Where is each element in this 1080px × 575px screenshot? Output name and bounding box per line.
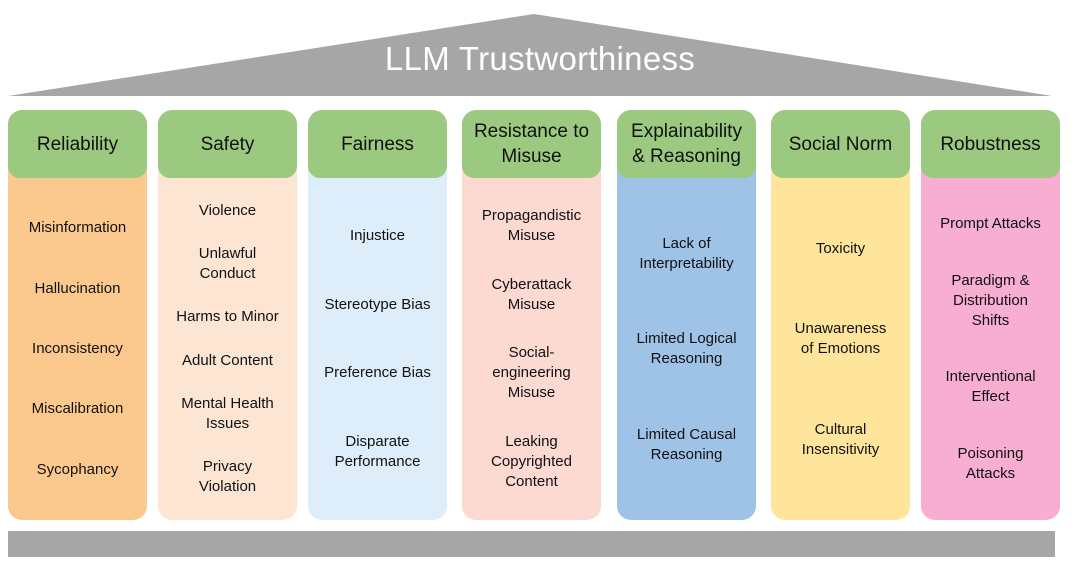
pillar-header: Social Norm — [771, 110, 910, 178]
pillar-item: Social- engineering Misuse — [492, 344, 571, 402]
pillar-item: Sycophancy — [36, 460, 119, 478]
pillar-item: Hallucination — [34, 279, 121, 297]
pillar-item: Mental Health Issues — [181, 394, 274, 432]
pillar-item: Interventional Effect — [945, 368, 1036, 406]
pillar-header: Reliability — [8, 110, 147, 178]
pillar-label: Explainability & Reasoning — [631, 121, 742, 167]
pillar-item: Prompt Attacks — [940, 215, 1041, 233]
pillar-item: Limited Causal Reasoning — [636, 425, 737, 463]
pillar-item: Leaking Copyrighted Content — [491, 432, 572, 490]
pillar-header: Explainability & Reasoning — [617, 110, 756, 178]
pillar-item: Misinformation — [28, 219, 127, 237]
pillar-item: Unlawful Conduct — [198, 245, 257, 283]
pillar-header: Fairness — [308, 110, 447, 178]
pillar-item: Paradigm & Distribution Shifts — [951, 271, 1030, 329]
pillar-header: Robustness — [921, 110, 1060, 178]
roof — [8, 14, 1052, 96]
pillar-item: Lack of Interpretability — [639, 234, 734, 272]
pillar-item: Privacy Violation — [198, 457, 257, 495]
pillar-item: Cyberattack Misuse — [491, 275, 572, 313]
pillar-header: Safety — [158, 110, 297, 178]
pillar-item: Toxicity — [815, 239, 866, 257]
pillar-item: Violence — [198, 202, 257, 220]
pillar-label: Fairness — [341, 133, 414, 155]
pillar-item: Injustice — [349, 227, 406, 245]
pillar-item: Preference Bias — [324, 364, 431, 382]
pillar-item: Poisoning Attacks — [957, 444, 1024, 482]
pillar-item: Disparate Performance — [334, 432, 421, 470]
roof-shape — [8, 14, 1052, 96]
pillar-header: Resistance to Misuse — [462, 110, 601, 178]
pillar-label: Robustness — [940, 133, 1041, 155]
pillar-label: Reliability — [36, 133, 119, 155]
pillar-label: Safety — [200, 133, 255, 155]
pillar-item: Cultural Insensitivity — [801, 420, 880, 458]
diagram-title: LLM Trustworthiness — [384, 40, 696, 77]
pillar-label: Resistance to Misuse — [473, 121, 590, 167]
pillar-item: Miscalibration — [31, 400, 124, 418]
pillar-item: Adult Content — [182, 351, 273, 369]
pillar-item: Inconsistency — [32, 339, 123, 357]
pillar-item: Stereotype Bias — [324, 295, 431, 313]
pillar-item: Limited Logical Reasoning — [636, 330, 737, 367]
pillar-item: Propagandistic Misuse — [481, 207, 582, 245]
pillar-label: Social Norm — [788, 133, 893, 155]
pillar-item: Harms to Minor — [176, 308, 279, 326]
pillar-item: Unawareness of Emotions — [794, 320, 887, 357]
foundation-base — [8, 531, 1055, 557]
